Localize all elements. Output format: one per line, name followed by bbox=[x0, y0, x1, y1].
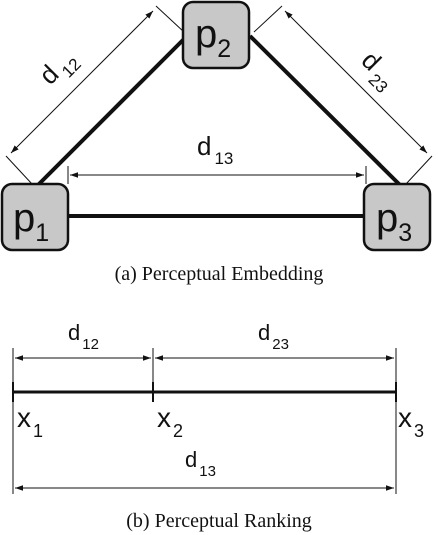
extension-line-d12-b bbox=[155, 5, 185, 33]
edge-p1-p2 bbox=[34, 34, 189, 189]
dimension-arrow-d23 bbox=[284, 10, 428, 154]
node-p3: p3 bbox=[362, 182, 432, 252]
caption-ranking: (b) Perceptual Ranking bbox=[126, 510, 312, 532]
dimension-arrow-d12 bbox=[10, 10, 154, 154]
extension-line-d23-a bbox=[253, 5, 283, 33]
extension-line-d23-b bbox=[405, 155, 433, 185]
svg-text:p2: p2 bbox=[195, 12, 231, 63]
extension-line-d12-a bbox=[5, 155, 33, 185]
node-p1: p1 bbox=[0, 182, 70, 252]
svg-text:p3: p3 bbox=[376, 196, 412, 247]
label-d23-embedding: d23 bbox=[352, 45, 404, 97]
svg-text:p1: p1 bbox=[13, 196, 49, 247]
node-p2: p2 bbox=[181, 0, 251, 70]
caption-embedding: (a) Perceptual Embedding bbox=[115, 263, 324, 285]
